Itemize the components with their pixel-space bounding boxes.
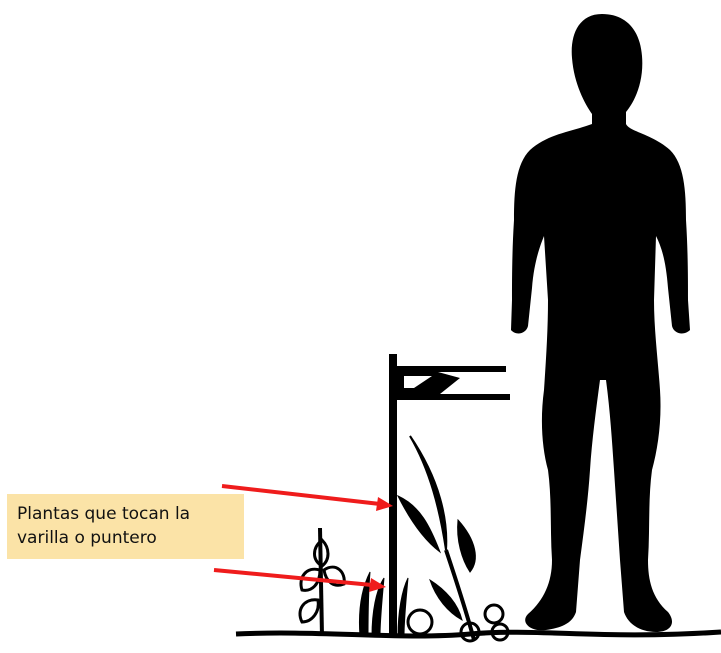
person-silhouette-icon	[511, 14, 690, 632]
label-line-1: Plantas que tocan la	[17, 502, 234, 526]
label-line-2: varilla o puntero	[17, 526, 234, 550]
arrow-upper	[222, 486, 380, 504]
arrow-lower	[214, 570, 372, 585]
label-box: Plantas que tocan la varilla o puntero	[7, 494, 244, 559]
plants-icon	[300, 436, 508, 641]
flag-pole-icon	[389, 354, 510, 638]
